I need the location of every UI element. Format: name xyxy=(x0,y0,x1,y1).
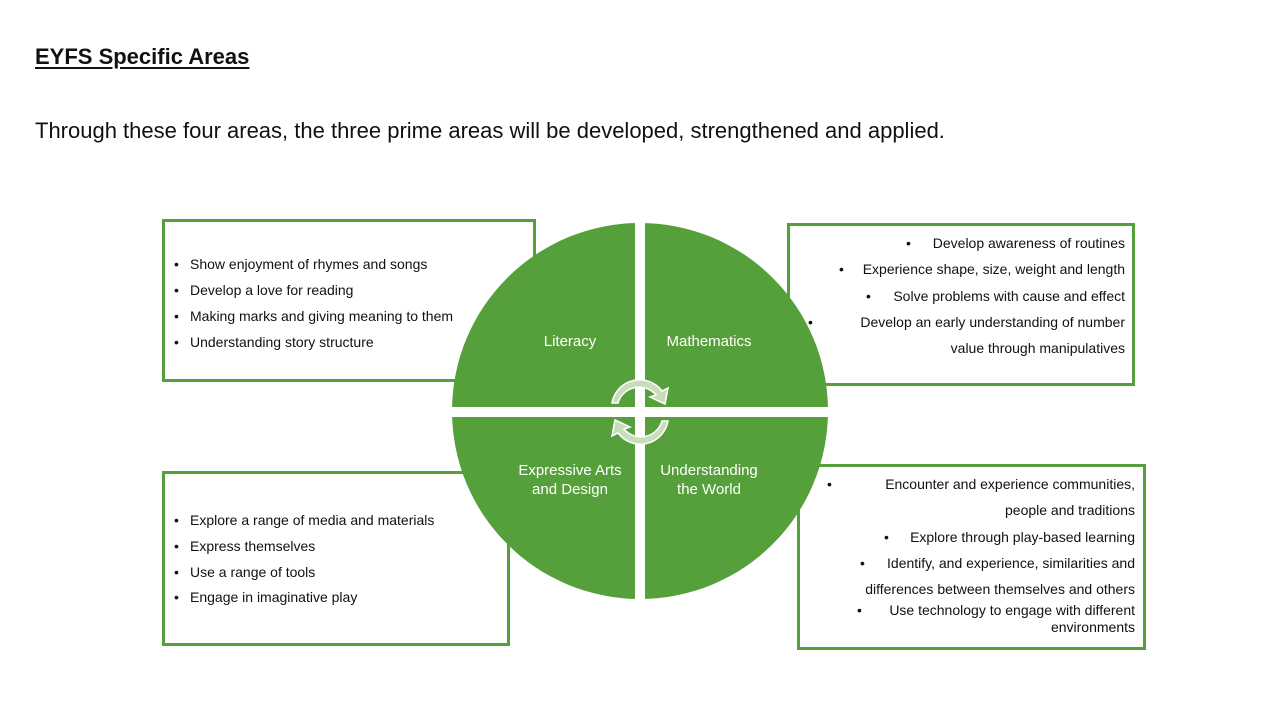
bullet: • xyxy=(174,538,179,554)
quadrant-circle xyxy=(440,211,840,611)
list-item: Develop a love for reading xyxy=(190,282,354,298)
list-item: Identify, and experience, similarities a… xyxy=(887,555,1135,571)
bullet: • xyxy=(827,476,832,492)
literacy-box xyxy=(162,219,536,382)
list-item: people and traditions xyxy=(1005,502,1135,518)
list-item: Develop an early understanding of number xyxy=(860,314,1125,330)
expressive-arts-box xyxy=(162,471,510,646)
bullet: • xyxy=(860,555,865,571)
list-item: Experience shape, size, weight and lengt… xyxy=(862,261,1125,277)
list-item: Express themselves xyxy=(190,538,316,554)
bullet: • xyxy=(174,308,179,324)
list-item: Use a range of tools xyxy=(190,564,316,580)
list-item: Use technology to engage with different xyxy=(889,602,1135,618)
bullet: • xyxy=(174,256,179,272)
list-item: Explore a range of media and materials xyxy=(190,512,435,528)
bullet: • xyxy=(174,334,179,350)
list-item: Solve problems with cause and effect xyxy=(893,288,1125,304)
cycle-arrows-icon xyxy=(610,379,670,445)
list-item: differences between themselves and other… xyxy=(865,581,1135,597)
list-item: Develop awareness of routines xyxy=(932,235,1125,251)
bullet: • xyxy=(839,261,844,277)
slide-title: EYFS Specific Areas xyxy=(35,44,250,69)
quadrant-understanding-world: Understanding the World xyxy=(639,461,779,499)
quadrant-literacy: Literacy xyxy=(543,333,597,350)
label-line: Expressive Arts xyxy=(518,462,622,479)
quadrant-mathematics: Mathematics xyxy=(666,333,752,350)
bullet: • xyxy=(174,282,179,298)
horizontal-divider xyxy=(440,407,840,417)
bullet: • xyxy=(174,512,179,528)
list-item: value through manipulatives xyxy=(950,340,1125,356)
bullet: • xyxy=(884,529,889,545)
bullet: • xyxy=(174,564,179,580)
list-item: environments xyxy=(1050,619,1135,635)
list-item: Encounter and experience communities, xyxy=(885,476,1135,492)
list-item: Explore through play-based learning xyxy=(910,529,1135,545)
bullet: • xyxy=(808,314,813,330)
list-item: Engage in imaginative play xyxy=(190,589,358,605)
understanding-world-box xyxy=(797,464,1146,650)
quadrant-expressive-arts: Expressive Arts and Design xyxy=(500,461,640,499)
bullet: • xyxy=(174,589,179,605)
list-item: Understanding story structure xyxy=(190,334,374,350)
label-line: the World xyxy=(677,481,741,498)
label-line: Understanding xyxy=(660,462,758,479)
label-line: and Design xyxy=(532,481,608,498)
bullet: • xyxy=(857,602,862,618)
bullet: • xyxy=(866,288,871,304)
list-item: Show enjoyment of rhymes and songs xyxy=(190,256,428,272)
list-item: Making marks and giving meaning to them xyxy=(190,308,454,324)
mathematics-box xyxy=(787,223,1135,386)
bullet: • xyxy=(906,235,911,251)
slide-subtitle: Through these four areas, the three prim… xyxy=(35,118,945,143)
